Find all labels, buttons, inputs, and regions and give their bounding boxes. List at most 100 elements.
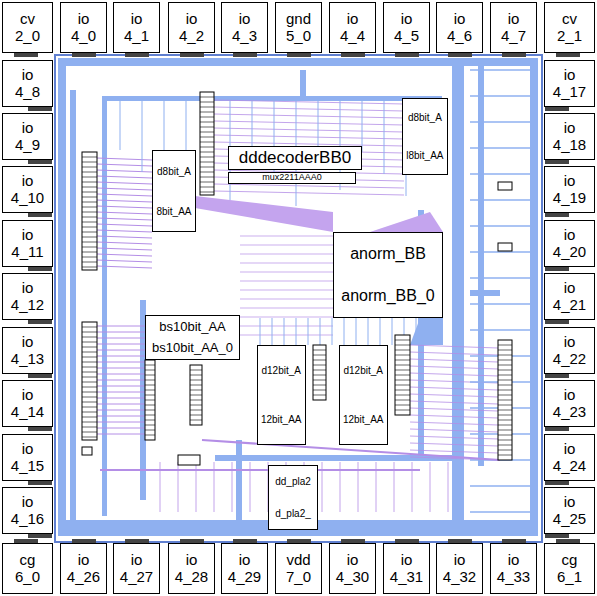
pad-label: io 4_8 bbox=[10, 67, 46, 100]
io-pad: io 4_29 bbox=[221, 543, 268, 594]
io-pad: io 4_31 bbox=[383, 543, 430, 594]
io-pad: io 4_12 bbox=[2, 273, 53, 320]
pad-label: io 4_31 bbox=[389, 552, 425, 585]
io-pad: cg 6_1 bbox=[544, 543, 595, 594]
io-pad: vdd 7_0 bbox=[275, 543, 322, 594]
io-pad: io 4_16 bbox=[2, 487, 53, 534]
io-pad: io 4_28 bbox=[168, 543, 215, 594]
pad-label: io 4_6 bbox=[442, 11, 478, 44]
bus-fan bbox=[370, 212, 443, 232]
io-pad: io 4_5 bbox=[383, 2, 430, 53]
pad-label: io 4_29 bbox=[227, 552, 263, 585]
pad-label: io 4_20 bbox=[552, 227, 588, 260]
io-pad: io 4_22 bbox=[544, 327, 595, 374]
io-pad: io 4_8 bbox=[2, 60, 53, 107]
io-pad: io 4_25 bbox=[544, 487, 595, 534]
pad-label: io 4_18 bbox=[552, 120, 588, 153]
block-label: d12bit_A bbox=[260, 365, 301, 376]
pad-label: cv 2_1 bbox=[552, 11, 588, 44]
block-label: l8bit_AA bbox=[405, 150, 444, 161]
io-pad: io 4_27 bbox=[113, 543, 160, 594]
io-pad: io 4_4 bbox=[329, 2, 376, 53]
io-pad: io 4_0 bbox=[60, 2, 107, 53]
pad-label: io 4_30 bbox=[335, 552, 371, 585]
cell-block: dddecoderBB0 bbox=[228, 146, 362, 170]
io-pad: io 4_24 bbox=[544, 434, 595, 481]
block-label: bs10bit_AA_0 bbox=[151, 341, 234, 355]
io-pad: io 4_32 bbox=[436, 543, 483, 594]
cell-block: d12bit_A12bit_AA bbox=[257, 345, 306, 445]
block-label: bs10bit_AA bbox=[158, 320, 227, 334]
pad-label: io 4_14 bbox=[10, 387, 46, 420]
io-pad: io 4_15 bbox=[2, 434, 53, 481]
block-label: 12bit_AA bbox=[342, 414, 385, 425]
pad-label: io 4_33 bbox=[496, 552, 532, 585]
cell-block: dd_pla2d_pla2_ bbox=[268, 465, 318, 530]
cell-block: anorm_BB anorm_BB_0 bbox=[333, 232, 443, 318]
pad-label: io 4_16 bbox=[10, 494, 46, 527]
io-pad: cg 6_0 bbox=[2, 543, 53, 594]
io-pad: io 4_21 bbox=[544, 273, 595, 320]
pad-label: io 4_25 bbox=[552, 494, 588, 527]
bus-fan bbox=[195, 196, 333, 232]
pad-label: io 4_19 bbox=[552, 173, 588, 206]
io-pad: io 4_9 bbox=[2, 113, 53, 160]
pad-label: vdd 7_0 bbox=[281, 552, 317, 585]
pad-label: io 4_23 bbox=[552, 387, 588, 420]
io-pad: io 4_33 bbox=[490, 543, 537, 594]
pad-label: cg 6_1 bbox=[552, 552, 588, 585]
io-pad: io 4_18 bbox=[544, 113, 595, 160]
block-label: d8bit_A bbox=[156, 166, 192, 177]
pad-label: io 4_5 bbox=[389, 11, 425, 44]
core-frame bbox=[55, 55, 542, 542]
block-label: d12bit_A bbox=[342, 365, 383, 376]
cell-block: d8bit_Al8bit_AA bbox=[402, 98, 448, 175]
pad-label: io 4_26 bbox=[66, 552, 102, 585]
bus-fan bbox=[410, 318, 443, 345]
signal-wires bbox=[97, 70, 530, 512]
io-pad: io 4_30 bbox=[329, 543, 376, 594]
io-pad: io 4_11 bbox=[2, 220, 53, 267]
io-pad: cv 2_0 bbox=[2, 2, 53, 53]
power-rails bbox=[58, 58, 538, 536]
pad-label: io 4_3 bbox=[227, 11, 263, 44]
block-label: anorm_BB bbox=[349, 245, 427, 263]
block-label: 8bit_AA bbox=[155, 206, 192, 217]
pad-label: io 4_11 bbox=[10, 227, 46, 260]
io-pad: io 4_26 bbox=[60, 543, 107, 594]
io-pad: io 4_6 bbox=[436, 2, 483, 53]
pad-label: io 4_9 bbox=[10, 120, 46, 153]
io-pad: io 4_19 bbox=[544, 166, 595, 213]
block-label: dddecoderBB0 bbox=[238, 149, 352, 168]
block-label: mux2211AAA0 bbox=[261, 173, 322, 183]
cell-block: d8bit_A 8bit_AA bbox=[152, 150, 196, 232]
pad-label: io 4_13 bbox=[10, 334, 46, 367]
pad-label: io 4_1 bbox=[119, 11, 155, 44]
cell-block: mux2211AAA0 bbox=[228, 172, 356, 184]
io-pad: io 4_3 bbox=[221, 2, 268, 53]
pad-label: io 4_21 bbox=[552, 280, 588, 313]
pad-label: io 4_4 bbox=[335, 11, 371, 44]
pad-label: io 4_17 bbox=[552, 67, 588, 100]
pad-label: io 4_15 bbox=[10, 441, 46, 474]
block-label: anorm_BB_0 bbox=[340, 287, 435, 305]
io-pad: io 4_13 bbox=[2, 327, 53, 374]
io-pad: io 4_2 bbox=[168, 2, 215, 53]
pad-label: io 4_28 bbox=[174, 552, 210, 585]
pad-label: io 4_12 bbox=[10, 280, 46, 313]
io-pad: io 4_23 bbox=[544, 380, 595, 427]
io-pad: gnd 5_0 bbox=[275, 2, 322, 53]
io-pad: io 4_7 bbox=[490, 2, 537, 53]
block-label: d_pla2_ bbox=[274, 508, 312, 519]
pad-label: io 4_27 bbox=[119, 552, 155, 585]
pad-label: io 4_7 bbox=[496, 11, 532, 44]
cell-block: bs10bit_AA bs10bit_AA_0 bbox=[145, 315, 240, 360]
pad-label: io 4_32 bbox=[442, 552, 478, 585]
pad-label: io 4_22 bbox=[552, 334, 588, 367]
cell-columns bbox=[82, 92, 512, 465]
io-pad: io 4_1 bbox=[113, 2, 160, 53]
pad-label: io 4_2 bbox=[174, 11, 210, 44]
pad-tags bbox=[14, 53, 580, 543]
